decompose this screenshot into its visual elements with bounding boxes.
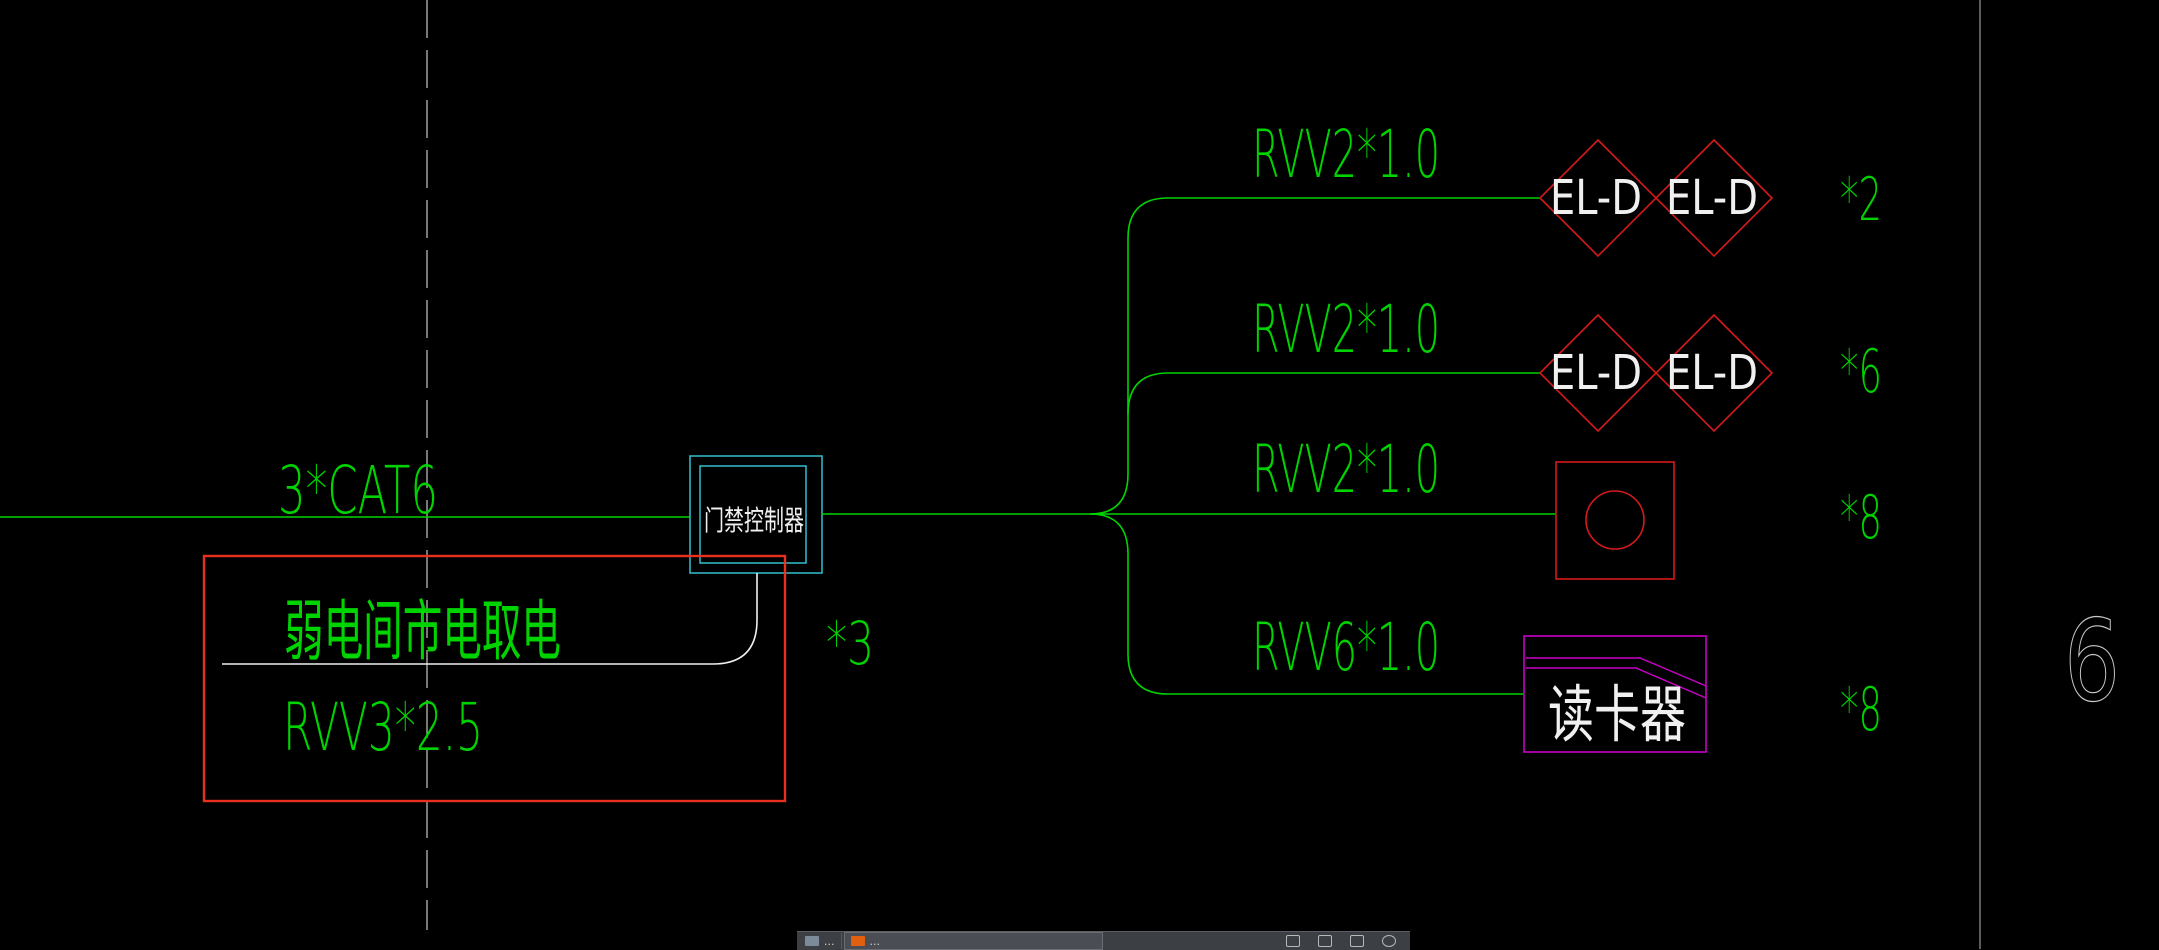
- cad-app-icon: [850, 936, 865, 946]
- branch-4-count: *8: [1840, 675, 1882, 745]
- lock-diamond-2a: [1538, 313, 1658, 433]
- card-reader-symbol[interactable]: 读卡器: [1523, 635, 1707, 753]
- grid-mark-number: 6: [2064, 597, 2120, 727]
- branch-3-count: *8: [1840, 483, 1882, 553]
- exit-button-frame: [1555, 461, 1675, 580]
- branch-1-cable-label: RVV2*1.0: [1252, 116, 1440, 193]
- controller-count: *3: [826, 609, 874, 679]
- trunk-cable-label: 3*CAT6: [278, 452, 438, 529]
- power-cable-label: RVV3*2.5: [283, 689, 483, 766]
- door-controller[interactable]: 门禁控制器: [689, 455, 823, 574]
- card-reader-label: 读卡器: [1548, 678, 1686, 751]
- taskbar-tab-1[interactable]: ...: [799, 933, 842, 949]
- taskbar-tab-2[interactable]: ...: [843, 932, 1103, 950]
- lock-diamond-1b: [1654, 138, 1774, 258]
- power-note-frame: [202, 554, 787, 803]
- branch-2-count: *6: [1840, 337, 1882, 407]
- pan-tool-icon[interactable]: [1318, 935, 1332, 947]
- bottom-taskbar: ... ...: [797, 931, 1410, 950]
- lock-label-1b: EL-D: [1666, 170, 1758, 226]
- zoom-tool-icon[interactable]: [1286, 935, 1300, 947]
- window-tool-icon[interactable]: [1350, 935, 1364, 947]
- power-feed-wire: [222, 573, 758, 665]
- branch-3-cable-label: RVV2*1.0: [1252, 431, 1440, 508]
- electric-lock-group-2[interactable]: EL-D EL-D: [1538, 313, 1774, 433]
- lock-label-2a: EL-D: [1550, 345, 1642, 401]
- branch-2-cable-label: RVV2*1.0: [1252, 291, 1440, 368]
- card-reader-frame: [1523, 635, 1707, 753]
- controller-label: 门禁控制器: [704, 504, 804, 537]
- lock-diamond-1a: [1538, 138, 1658, 258]
- lock-diamond-2b: [1654, 313, 1774, 433]
- power-note-text: 弱电间市电取电: [284, 593, 561, 670]
- exit-button-symbol[interactable]: [1555, 461, 1675, 580]
- lock-label-1a: EL-D: [1550, 170, 1642, 226]
- taskbar-tab-2-label: ...: [869, 934, 881, 948]
- electric-lock-group-1[interactable]: EL-D EL-D: [1538, 138, 1774, 258]
- lock-label-2b: EL-D: [1666, 345, 1758, 401]
- branch-4-cable-label: RVV6*1.0: [1252, 609, 1440, 686]
- drawing-file-icon: [805, 936, 819, 946]
- controller-inner-frame: [699, 465, 807, 564]
- taskbar-tools: [1286, 935, 1410, 947]
- exit-button-circle: [1585, 490, 1645, 550]
- branch-1-count: *2: [1840, 165, 1882, 235]
- taskbar-tab-1-label: ...: [824, 934, 835, 948]
- card-reader-slot-line: [1526, 657, 1707, 699]
- branch-bus: [1089, 197, 1556, 695]
- settings-tool-icon[interactable]: [1382, 935, 1396, 947]
